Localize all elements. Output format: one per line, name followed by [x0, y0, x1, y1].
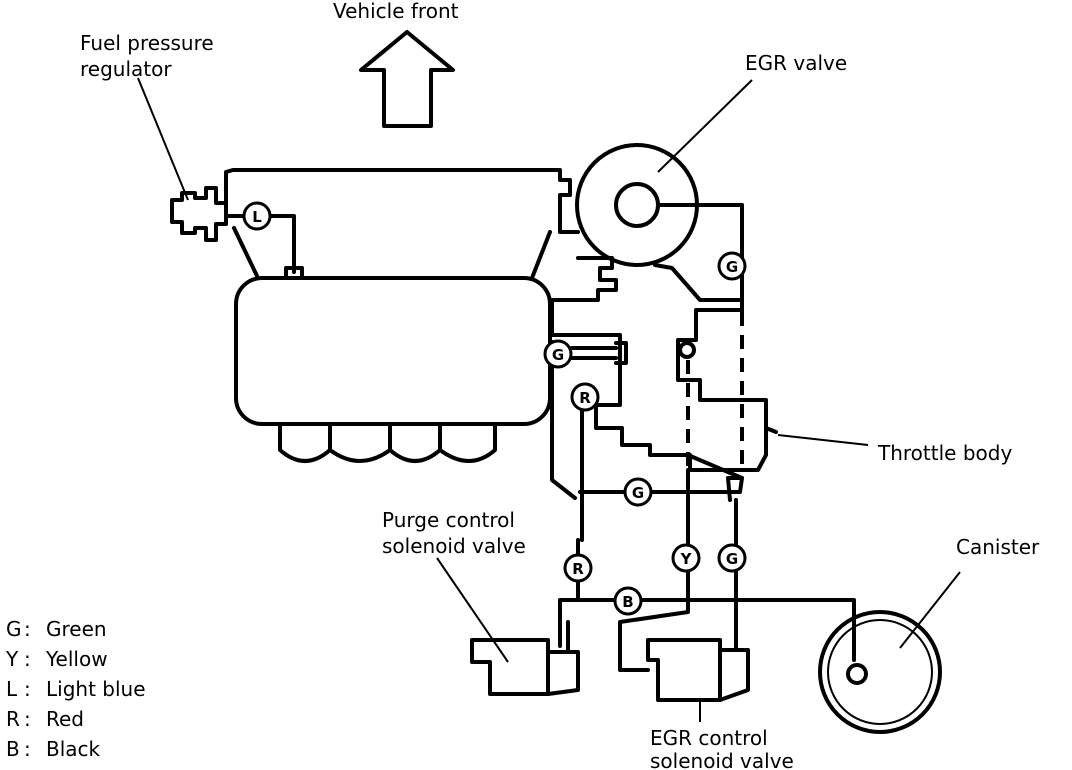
canister-label: Canister — [956, 535, 1040, 559]
throttle-body-label: Throttle body — [877, 441, 1012, 465]
purge-control-solenoid-valve — [470, 620, 580, 696]
hose-tag-circle — [717, 543, 747, 573]
hose-tag-circle — [623, 477, 653, 507]
hose-tag-black: B — [622, 593, 633, 611]
egr-valve-leader — [657, 79, 753, 173]
fuel-regulator-leader — [137, 77, 189, 201]
canister-leader — [899, 571, 961, 649]
legend-name: Black — [46, 737, 101, 761]
legend-code: B — [6, 737, 20, 761]
hose-tag-red-lower: R — [572, 560, 584, 578]
black-hose — [576, 598, 856, 662]
legend-code: L — [6, 677, 18, 701]
purge-valve-leader — [436, 557, 509, 663]
egr-valve-label: EGR valve — [745, 51, 847, 75]
legend-code: G — [6, 617, 22, 641]
legend-colon: : — [24, 737, 31, 761]
legend-name: Red — [46, 707, 84, 731]
egr-solenoid-label-2: solenoid valve — [650, 749, 794, 770]
legend-colon: : — [24, 707, 31, 731]
hose-tag-circle — [242, 201, 272, 231]
throttle-body-leader — [777, 434, 869, 446]
hose-tag-intake-left: G — [552, 346, 564, 364]
intake-connector — [570, 341, 628, 365]
hose-tag-circle — [717, 251, 747, 281]
hose-tag-circle — [543, 339, 573, 369]
hose-tag-circle — [613, 586, 643, 616]
purge-valve-label-1: Purge control — [382, 508, 515, 532]
hose-tag-fuel-reg: L — [252, 208, 262, 226]
hose-tag-green-mid: G — [632, 484, 644, 502]
hose-tag-egr-line: G — [726, 258, 738, 276]
legend-colon: : — [24, 617, 31, 641]
fuel-pressure-regulator-label-1: Fuel pressure — [80, 31, 214, 55]
purge-valve-label-2: solenoid valve — [382, 534, 526, 558]
throttle-body — [550, 256, 778, 472]
legend-colon: : — [24, 647, 31, 671]
color-legend: G : Green Y : Yellow L : Light blue R : … — [5, 617, 146, 761]
green-mid-hose — [578, 476, 744, 502]
hose-tag-circle — [570, 382, 600, 412]
hose-tag-yellow: Y — [680, 550, 693, 568]
light-blue-hose — [268, 214, 296, 274]
egr-solenoid-label-1: EGR control — [650, 726, 768, 750]
legend-code: R — [6, 707, 20, 731]
legend-code: Y — [5, 647, 19, 671]
vehicle-front-arrow — [359, 30, 455, 128]
hose-tag-red-upper: R — [579, 389, 591, 407]
hose-tag-circle — [671, 543, 701, 573]
hose-tag-green-lower: G — [726, 550, 738, 568]
legend-name: Yellow — [45, 647, 108, 671]
intake-green-hose — [550, 340, 577, 500]
egr-control-solenoid-valve — [646, 624, 750, 702]
fuel-pressure-regulator-label-2: regulator — [80, 57, 172, 81]
fuel-pressure-regulator — [170, 186, 246, 242]
hose-tag-circle — [563, 553, 593, 583]
throttle-tee-link — [686, 453, 744, 480]
vehicle-front-label: Vehicle front — [333, 0, 459, 23]
legend-colon: : — [24, 677, 31, 701]
legend-name: Light blue — [46, 677, 146, 701]
canister — [818, 610, 942, 734]
intake-manifold — [224, 168, 580, 463]
legend-name: Green — [46, 617, 107, 641]
